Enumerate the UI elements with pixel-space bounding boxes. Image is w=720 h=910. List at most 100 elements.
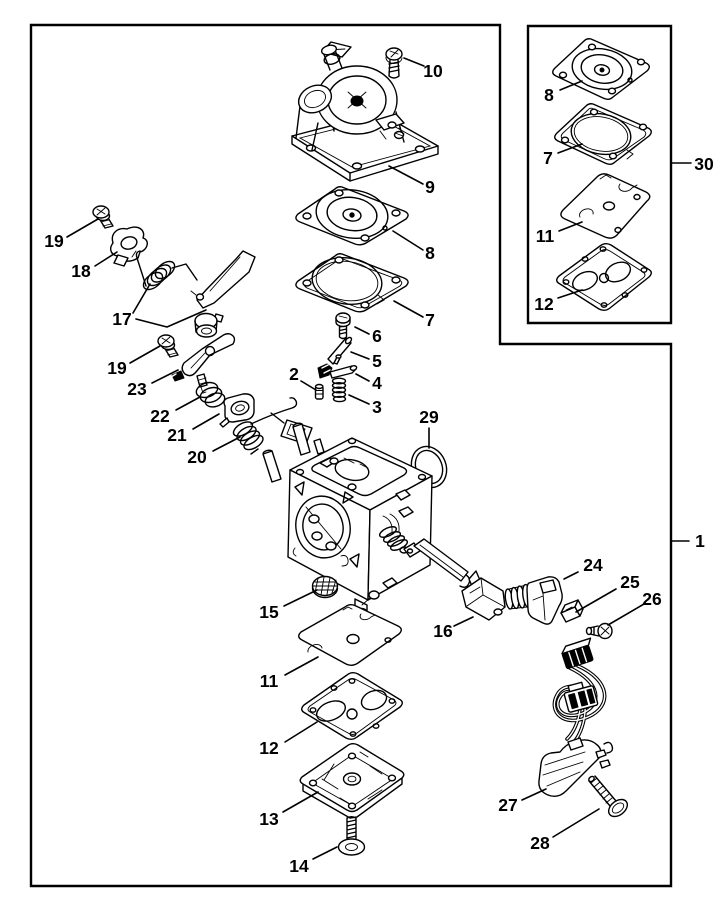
- part-number-label-27: 27: [498, 795, 517, 815]
- callout-leader-7: [393, 300, 424, 318]
- part-number-label-12: 12: [534, 294, 554, 314]
- part-19-screw-a: [92, 205, 114, 229]
- callout-leader-17: [132, 283, 151, 314]
- part-number-label-15: 15: [259, 602, 279, 622]
- callout-leader-14: [312, 846, 338, 860]
- part-21-swivel: [219, 393, 255, 428]
- part-number-label-9: 9: [425, 177, 435, 197]
- part-number-label-19: 19: [107, 358, 127, 378]
- part-16-elbow: [461, 570, 506, 621]
- part-17-torsion-spring: [135, 250, 198, 291]
- part-number-label-24: 24: [583, 555, 603, 575]
- part-13-pump-cover: [299, 743, 405, 819]
- part-25-clip: [560, 599, 584, 623]
- inset-part-12-gasket: [556, 243, 652, 311]
- part-number-label-20: 20: [187, 447, 207, 467]
- callout-leader-19: [66, 218, 99, 238]
- part-number-label-30: 30: [694, 154, 714, 174]
- part-number-label-13: 13: [259, 809, 279, 829]
- part-number-label-21: 21: [167, 425, 187, 445]
- part-1-carburetor-body: [262, 422, 471, 617]
- part-number-label-4: 4: [372, 373, 382, 393]
- callout-leader-3: [348, 394, 370, 405]
- part-number-label-11: 11: [260, 671, 279, 691]
- callout-leader-23: [151, 369, 179, 384]
- callout-leader-21: [192, 413, 220, 430]
- part-number-label-26: 26: [642, 589, 662, 609]
- part-3-spring: [331, 377, 347, 403]
- part-number-label-28: 28: [530, 833, 550, 853]
- part-22-spring-washer: [195, 381, 226, 408]
- callout-leader-12: [284, 721, 318, 743]
- inset-frame-30: [526, 24, 673, 325]
- callout-leader-12: [557, 289, 583, 299]
- callout-leader-19: [129, 345, 161, 364]
- main-frame: [29, 23, 673, 888]
- part-number-label-12: 12: [259, 738, 279, 758]
- part-20-spring: [232, 397, 298, 455]
- part-17-throttle-shaft: [190, 250, 256, 338]
- callout-leader-4: [355, 373, 370, 382]
- part-11-diaphragm: [298, 604, 402, 666]
- callout-leader-16: [453, 616, 474, 627]
- callout-leader-11: [284, 656, 319, 676]
- part-27-wiring-harness: [538, 637, 614, 798]
- callout-leader-6: [354, 326, 370, 335]
- callout-leader-24: [563, 571, 579, 580]
- callout-leader-26: [607, 603, 645, 626]
- part-7-gasket: [295, 253, 409, 313]
- callout-leader-15: [283, 589, 318, 607]
- inset-part-11-diaphragm: [560, 173, 651, 239]
- part-14-screw: [337, 816, 366, 856]
- part-number-label-1: 1: [695, 531, 705, 551]
- part-5-pin: [327, 336, 353, 365]
- part-19-screw-b: [157, 334, 179, 358]
- part-number-label-10: 10: [423, 61, 443, 81]
- callout-leader-8: [392, 230, 424, 251]
- part-8-diaphragm: [295, 186, 409, 246]
- part-9-pump-cover: [291, 41, 439, 182]
- inset-part-7-gasket: [554, 103, 652, 165]
- callout-leader-18: [94, 251, 118, 267]
- part-15-screen: [311, 575, 339, 599]
- callout-leader-28: [552, 808, 600, 838]
- part-number-label-25: 25: [620, 572, 640, 592]
- part-number-label-2: 2: [289, 364, 299, 384]
- part-number-label-7: 7: [425, 310, 435, 330]
- part-number-label-22: 22: [150, 406, 170, 426]
- part-26-screw: [585, 622, 613, 640]
- part-10-screw: [385, 47, 403, 79]
- part-6-screw: [335, 312, 351, 340]
- part-number-label-3: 3: [372, 397, 382, 417]
- part-number-label-18: 18: [71, 261, 91, 281]
- callout-leader-13: [282, 791, 319, 813]
- callout-leader-2: [300, 380, 317, 391]
- part-number-label-17: 17: [112, 309, 131, 329]
- callout-leader-27: [521, 788, 547, 801]
- callout-leader-9: [388, 165, 424, 185]
- part-number-label-8: 8: [425, 243, 435, 263]
- part-12-gasket: [301, 672, 403, 740]
- part-4-lever: [317, 354, 358, 379]
- part-23-lever: [170, 333, 236, 394]
- callout-leader-20: [212, 436, 241, 452]
- part-number-label-16: 16: [433, 621, 453, 641]
- part-number-label-29: 29: [419, 407, 439, 427]
- callout-layer: 1098765432191817192322212029151611121314…: [44, 57, 714, 876]
- callout-leader-5: [350, 351, 370, 360]
- callout-leader-17: [135, 309, 207, 328]
- part-number-label-11: 11: [536, 226, 555, 246]
- callout-leader-25: [575, 588, 617, 613]
- callout-leader-11: [558, 221, 583, 232]
- callout-leader-7: [557, 143, 583, 154]
- part-18-bracket: [110, 226, 148, 267]
- inset-part-8-diaphragm: [552, 38, 650, 100]
- part-number-label-6: 6: [372, 326, 382, 346]
- callout-leader-8: [559, 80, 583, 91]
- part-28-bolt: [588, 775, 629, 818]
- part-number-label-5: 5: [372, 351, 382, 371]
- part-2-valve: [314, 383, 324, 400]
- part-number-label-7: 7: [543, 148, 553, 168]
